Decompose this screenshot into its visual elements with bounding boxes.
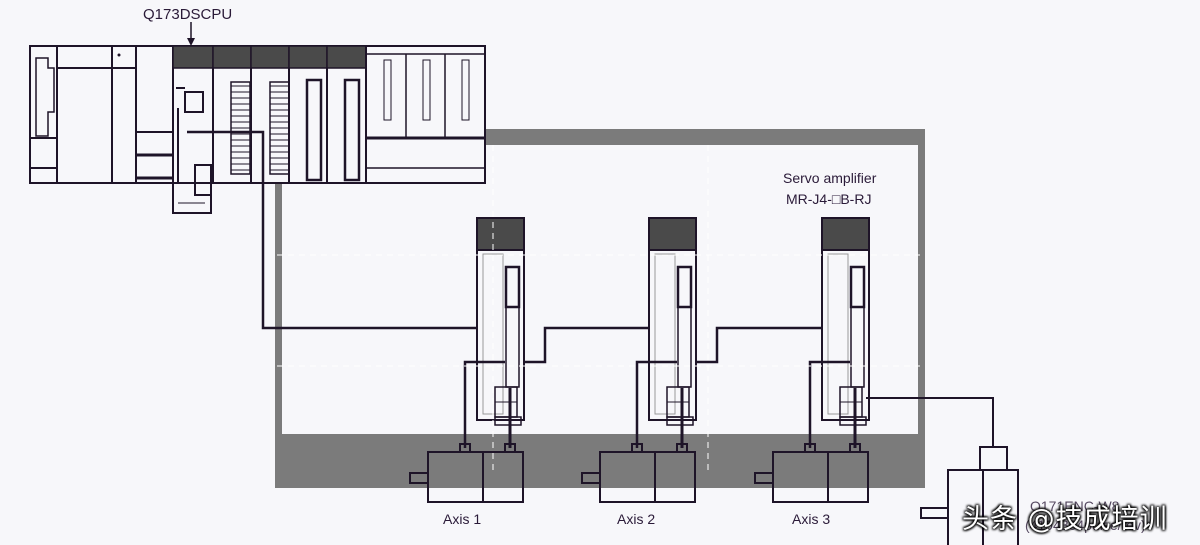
- motor-power-connector: [459, 443, 471, 453]
- amp-top: [476, 217, 525, 251]
- amp-panel: [827, 253, 849, 415]
- servo-amplifier-3: [808, 217, 870, 448]
- servo-motor-1: [409, 443, 524, 503]
- servo-amplifier-1: [463, 217, 525, 448]
- plc-base-unit: [29, 45, 486, 184]
- motor-power-cable: [808, 360, 850, 448]
- motor-encoder-connector: [676, 443, 688, 453]
- axis-2-label: Axis 2: [617, 511, 655, 527]
- servo-amplifier-2: [635, 217, 697, 448]
- cpu-label: Q173DSCPU: [143, 6, 232, 23]
- axis-1-label: Axis 1: [443, 511, 481, 527]
- cpu-module: [172, 68, 214, 214]
- motor-power-cable: [635, 360, 677, 448]
- motor-shaft: [581, 472, 601, 484]
- servo-motor-3: [754, 443, 869, 503]
- amp-bottom-tab: [839, 416, 867, 426]
- motor-shaft: [754, 472, 774, 484]
- amp-bottom-tab: [666, 416, 694, 426]
- servo-motor-2: [581, 443, 696, 503]
- plc-module-tops: [172, 45, 367, 69]
- amplifier-label-line1: Servo amplifier: [783, 170, 877, 186]
- cpu-label-arrow: [187, 22, 195, 46]
- guide-lines: [277, 145, 920, 475]
- encoder-label-line2: (4194304pulse/rev): [1025, 517, 1146, 533]
- encoder-q171enc: [866, 397, 1019, 545]
- highlight-frame: [275, 129, 925, 488]
- amp-body: [648, 249, 697, 421]
- encoder-label-line1: Q171ENC-W8: [1030, 498, 1120, 514]
- amp-panel: [654, 253, 676, 415]
- terminal-strips: (function(){ var g = document.currentScr…: [231, 85, 289, 171]
- motor-power-cable: [463, 360, 505, 448]
- amp-bottom-tab: [494, 416, 522, 426]
- axis-3-label: Axis 3: [792, 511, 830, 527]
- amp-top: [821, 217, 870, 251]
- extension-slots: [366, 53, 485, 169]
- motor-encoder-connector: [849, 443, 861, 453]
- amp-top: [648, 217, 697, 251]
- motor-power-connector: [804, 443, 816, 453]
- motor-shaft: [409, 472, 429, 484]
- amp-body: [476, 249, 525, 421]
- watermark: 头条 @技成培训: [962, 504, 1168, 535]
- amplifier-label-line2: MR-J4-□B-RJ: [786, 191, 871, 207]
- motor-encoder-connector: [504, 443, 516, 453]
- motor-power-connector: [631, 443, 643, 453]
- amp-body: [821, 249, 870, 421]
